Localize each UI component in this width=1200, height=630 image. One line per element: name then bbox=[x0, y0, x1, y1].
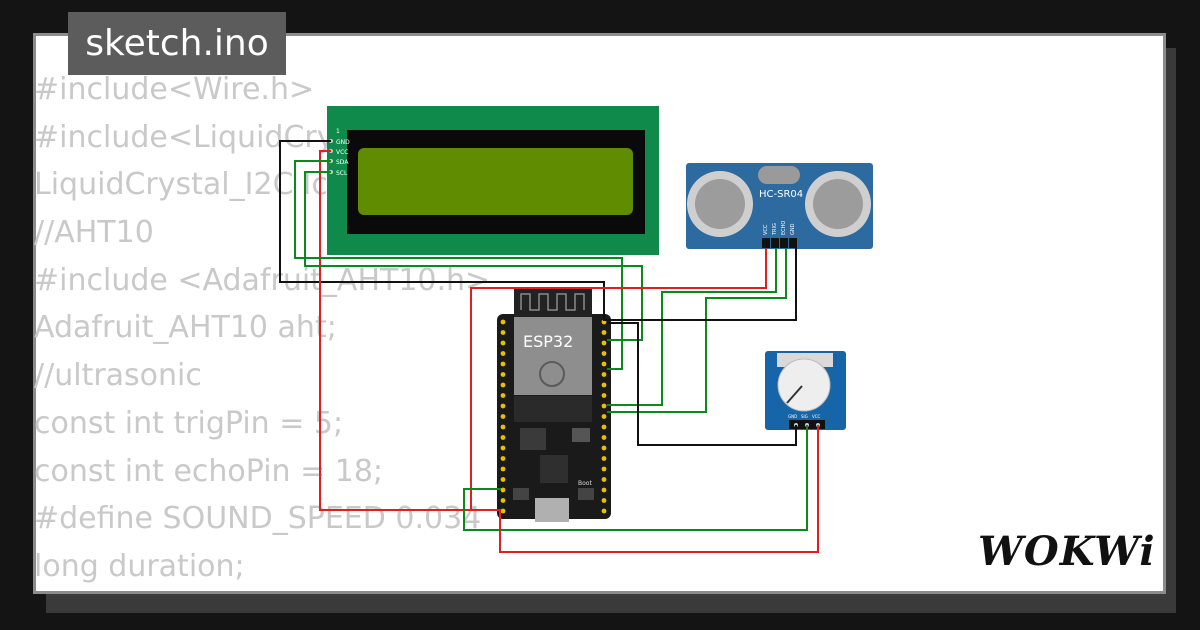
esp32-pin bbox=[500, 487, 506, 493]
esp32-pin bbox=[500, 414, 506, 419]
esp32-pin bbox=[601, 445, 607, 451]
code-line: //ultrasonic bbox=[34, 358, 202, 394]
file-title: sketch.ino bbox=[68, 12, 286, 75]
code-line: long duration; bbox=[34, 548, 245, 584]
esp32-pin bbox=[500, 330, 506, 335]
ultrasonic-pin-header bbox=[762, 238, 797, 248]
wire-us-echo bbox=[607, 248, 787, 413]
svg-text:VCC: VCC bbox=[812, 414, 821, 419]
svg-text:SIG: SIG bbox=[801, 414, 808, 419]
usb-port bbox=[535, 498, 569, 522]
lcd-pin-labels: 1 GND VCC SDA SCL bbox=[336, 128, 350, 177]
esp32-pin bbox=[601, 340, 607, 346]
svg-text:ECHO: ECHO bbox=[781, 221, 787, 235]
esp32-pin-headers bbox=[500, 319, 607, 514]
esp32-pin bbox=[500, 508, 506, 514]
esp32-pin bbox=[500, 466, 506, 472]
esp32-pin bbox=[500, 382, 506, 388]
esp32-pin bbox=[601, 330, 607, 335]
wire-lcd-vcc bbox=[319, 150, 501, 511]
esp32-pin bbox=[500, 361, 506, 367]
esp32-pin bbox=[601, 498, 607, 503]
esp32-pin bbox=[500, 445, 506, 451]
ultrasonic-sensor[interactable]: HC-SR04 VCC TRIG ECHO GND bbox=[686, 163, 873, 249]
esp32-pin bbox=[601, 456, 607, 461]
esp32-pin bbox=[601, 382, 607, 388]
wire-pot-sig bbox=[463, 425, 808, 531]
esp32-pin bbox=[500, 435, 506, 440]
boot-label: Boot bbox=[578, 480, 592, 487]
espressif-logo-icon bbox=[539, 361, 565, 387]
esp32-pin bbox=[601, 477, 607, 482]
esp32-pin bbox=[500, 340, 506, 346]
esp32-pin bbox=[601, 466, 607, 472]
wire-us-gnd bbox=[610, 248, 797, 321]
esp32-pin bbox=[601, 393, 607, 398]
svg-text:VCC: VCC bbox=[763, 224, 769, 235]
esp32-module-shield bbox=[514, 317, 592, 395]
potentiometer-knob[interactable] bbox=[777, 358, 831, 412]
esp32-board[interactable]: ESP32 Boot bbox=[497, 289, 611, 522]
en-button[interactable] bbox=[513, 488, 529, 500]
lcd-pin-label: 1 bbox=[336, 128, 340, 135]
esp32-pin bbox=[500, 477, 506, 482]
wire-lcd-scl bbox=[304, 171, 643, 341]
esp32-pin bbox=[601, 403, 607, 409]
esp32-pin bbox=[601, 361, 607, 367]
esp32-pin bbox=[601, 435, 607, 440]
esp32-pin bbox=[601, 508, 607, 514]
esp32-pin bbox=[500, 351, 506, 356]
ultrasonic-label: HC-SR04 bbox=[759, 189, 803, 200]
wire-lcd-sda bbox=[294, 160, 623, 370]
lcd-pin-label: SDA bbox=[336, 159, 349, 166]
esp32-pin bbox=[500, 372, 506, 377]
ultrasonic-pin-labels: VCC TRIG ECHO GND bbox=[763, 221, 796, 236]
code-line: Adafruit_AHT10 aht; bbox=[34, 310, 337, 346]
esp32-pin bbox=[500, 393, 506, 398]
code-line: const int echoPin = 18; bbox=[34, 453, 384, 489]
wire-us-trig bbox=[607, 248, 777, 406]
boot-button[interactable] bbox=[578, 488, 594, 500]
potentiometer[interactable]: GND SIG VCC bbox=[765, 351, 846, 430]
esp32-pin bbox=[601, 351, 607, 356]
esp32-pin bbox=[500, 424, 506, 430]
ultrasonic-crystal bbox=[758, 166, 800, 184]
esp32-pin bbox=[500, 319, 506, 325]
esp32-pin bbox=[500, 498, 506, 503]
lcd-pin-label: SCL bbox=[336, 170, 348, 177]
wires bbox=[279, 140, 819, 553]
lcd-pin-label: GND bbox=[336, 139, 350, 146]
wokwi-logo: WOKWi bbox=[978, 528, 1156, 575]
wire-pot-gnd bbox=[607, 322, 797, 446]
esp32-pin bbox=[601, 487, 607, 493]
esp32-pin bbox=[601, 424, 607, 430]
lcd-pin-label: VCC bbox=[336, 149, 348, 156]
wire-pot-vcc bbox=[499, 425, 819, 553]
esp32-chip bbox=[520, 428, 546, 450]
esp32-pin bbox=[601, 372, 607, 377]
esp32-pin bbox=[601, 414, 607, 419]
esp32-antenna bbox=[514, 289, 592, 317]
svg-text:GND: GND bbox=[788, 414, 797, 419]
code-line: const int trigPin = 5; bbox=[34, 405, 344, 441]
esp32-label: ESP32 bbox=[523, 332, 573, 351]
lcd-screen bbox=[358, 148, 633, 215]
esp32-pin bbox=[500, 403, 506, 409]
potentiometer-pin-labels: GND SIG VCC bbox=[788, 414, 821, 419]
svg-text:TRIG: TRIG bbox=[772, 223, 778, 236]
usb-uart-chip bbox=[540, 455, 568, 483]
code-line: //AHT10 bbox=[34, 215, 154, 251]
code-line: #include<Wire.h> bbox=[34, 72, 315, 107]
code-line: #include <Adafruit_AHT10.h> bbox=[34, 262, 491, 298]
esp32-pin bbox=[500, 456, 506, 461]
code-line: #define SOUND_SPEED 0.034 bbox=[34, 501, 482, 537]
svg-text:GND: GND bbox=[790, 223, 796, 235]
lcd-display[interactable]: 1 GND VCC SDA SCL bbox=[327, 106, 659, 255]
wire-us-vcc bbox=[470, 248, 767, 511]
wire-lcd-gnd bbox=[279, 140, 610, 321]
